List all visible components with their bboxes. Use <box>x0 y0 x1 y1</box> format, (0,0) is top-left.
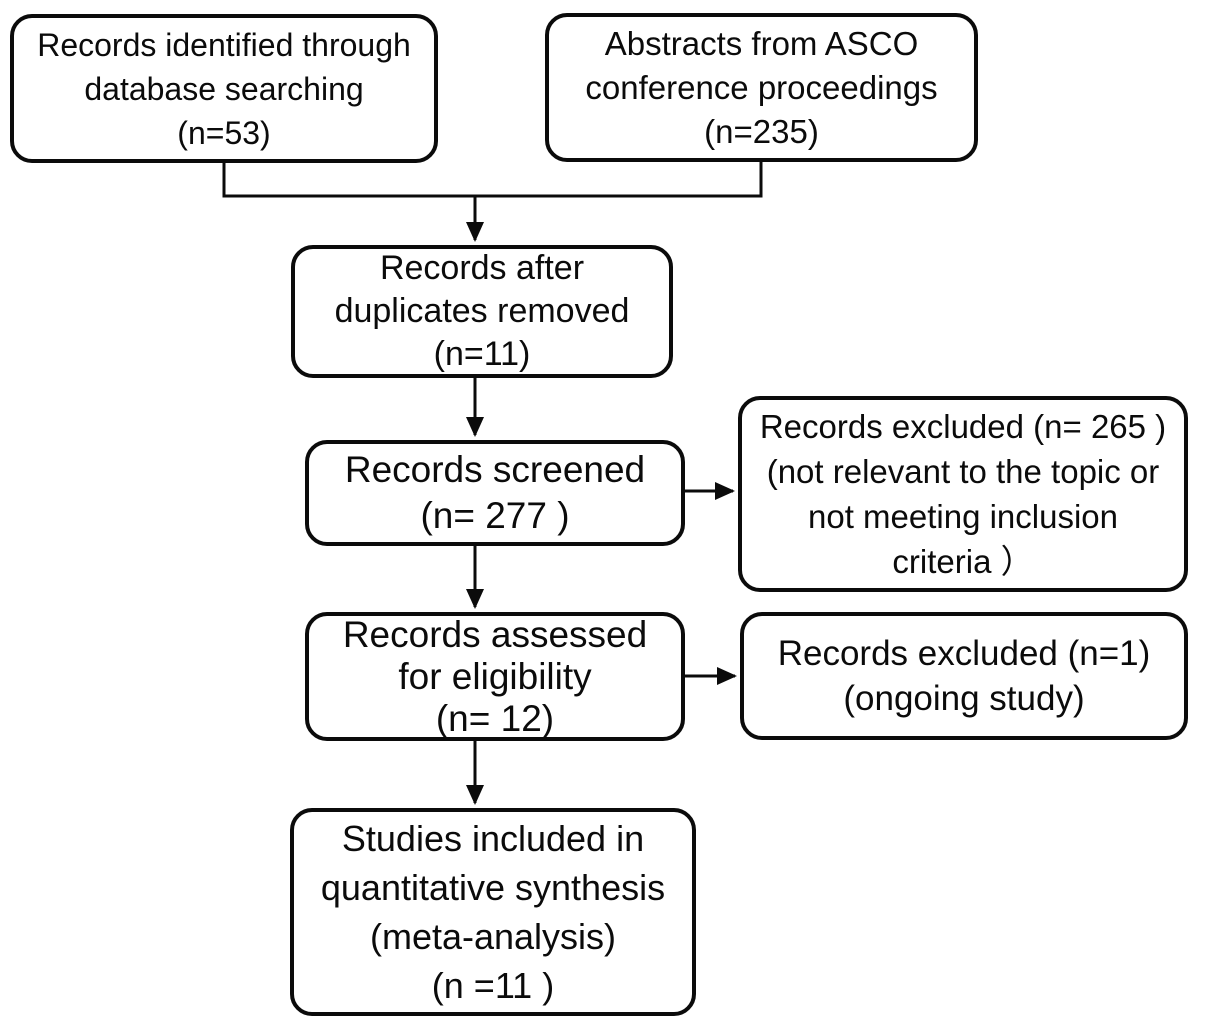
node-line: duplicates removed <box>334 292 630 330</box>
node-line: Abstracts from ASCO <box>604 24 919 62</box>
node-line: Records excluded (n=1) <box>777 634 1151 673</box>
node-line: (n= 12) <box>435 697 555 739</box>
node-records-screened: Records screened (n= 277 ) <box>305 440 685 546</box>
node-records-assessed: Records assessed for eligibility (n= 12) <box>305 612 685 741</box>
node-line: (meta-analysis) <box>369 916 617 957</box>
node-line: for eligibility <box>398 655 592 697</box>
node-line: database searching <box>84 70 364 107</box>
node-line: (n=11) <box>433 335 531 373</box>
node-line: Records screened <box>344 449 646 490</box>
node-line: (n =11 ) <box>431 965 555 1006</box>
node-line: Records excluded (n= 265 ) <box>759 408 1167 445</box>
node-line: criteria ） <box>892 543 1034 580</box>
node-line: Records after <box>379 249 585 287</box>
node-line: (n=53) <box>177 114 271 151</box>
connector-merge-line <box>222 162 763 198</box>
node-line: Records assessed <box>342 613 648 655</box>
node-abstracts-asco: Abstracts from ASCO conference proceedin… <box>545 13 978 162</box>
node-line: Records identified through <box>37 26 411 63</box>
node-line: not meeting inclusion <box>807 498 1119 535</box>
node-records-identified: Records identified through database sear… <box>10 14 438 163</box>
node-records-excluded-screening: Records excluded (n= 265 ) (not relevant… <box>738 396 1188 592</box>
node-line: quantitative synthesis <box>320 867 666 908</box>
node-duplicates-removed: Records after duplicates removed (n=11) <box>291 245 673 378</box>
node-line: conference proceedings <box>585 68 938 106</box>
node-line: Studies included in <box>341 818 645 859</box>
node-line: (ongoing study) <box>843 679 1085 718</box>
node-studies-included: Studies included in quantitative synthes… <box>290 808 696 1016</box>
node-line: (not relevant to the topic or <box>766 453 1160 490</box>
node-records-excluded-eligibility: Records excluded (n=1) (ongoing study) <box>740 612 1188 740</box>
node-line: (n= 277 ) <box>420 495 570 536</box>
node-line: (n=235) <box>704 112 819 150</box>
